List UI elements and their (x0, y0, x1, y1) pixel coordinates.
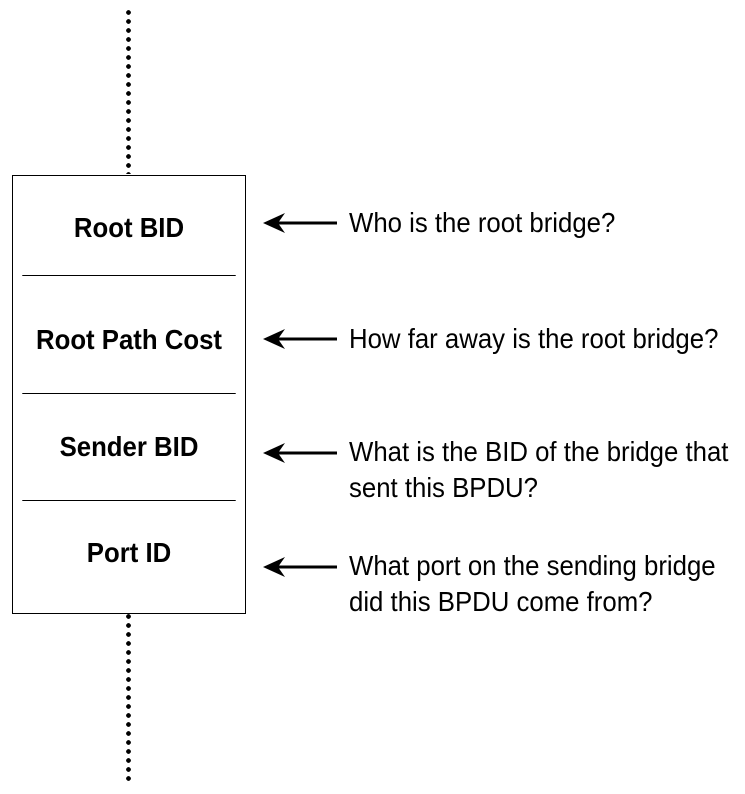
field-root-bid: Root BID (22, 176, 236, 276)
description-sender-bid: What is the BID of the bridge that sent … (349, 434, 728, 506)
continuation-dots-top (126, 8, 131, 174)
bpdu-field-stack: Root BID Root Path Cost Sender BID Port … (12, 175, 246, 614)
field-root-path-cost: Root Path Cost (22, 276, 236, 394)
description-line: How far away is the root bridge? (349, 323, 719, 354)
description-port-id: What port on the sending bridge did this… (349, 548, 716, 620)
description-line: What is the BID of the bridge that (349, 436, 729, 467)
arrow-left-icon (263, 557, 337, 577)
arrow-left-icon (263, 443, 337, 463)
description-root-path-cost: How far away is the root bridge? (349, 321, 718, 357)
description-line: sent this BPDU? (349, 472, 538, 503)
field-sender-bid: Sender BID (22, 394, 236, 501)
description-line: did this BPDU come from? (349, 586, 653, 617)
arrow-left-icon (263, 213, 337, 233)
description-line: What port on the sending bridge (349, 550, 716, 581)
description-root-bid: Who is the root bridge? (349, 205, 615, 241)
description-line: Who is the root bridge? (349, 207, 616, 238)
continuation-dots-bottom (126, 612, 131, 784)
arrow-left-icon (263, 329, 337, 349)
field-port-id: Port ID (86, 537, 172, 568)
